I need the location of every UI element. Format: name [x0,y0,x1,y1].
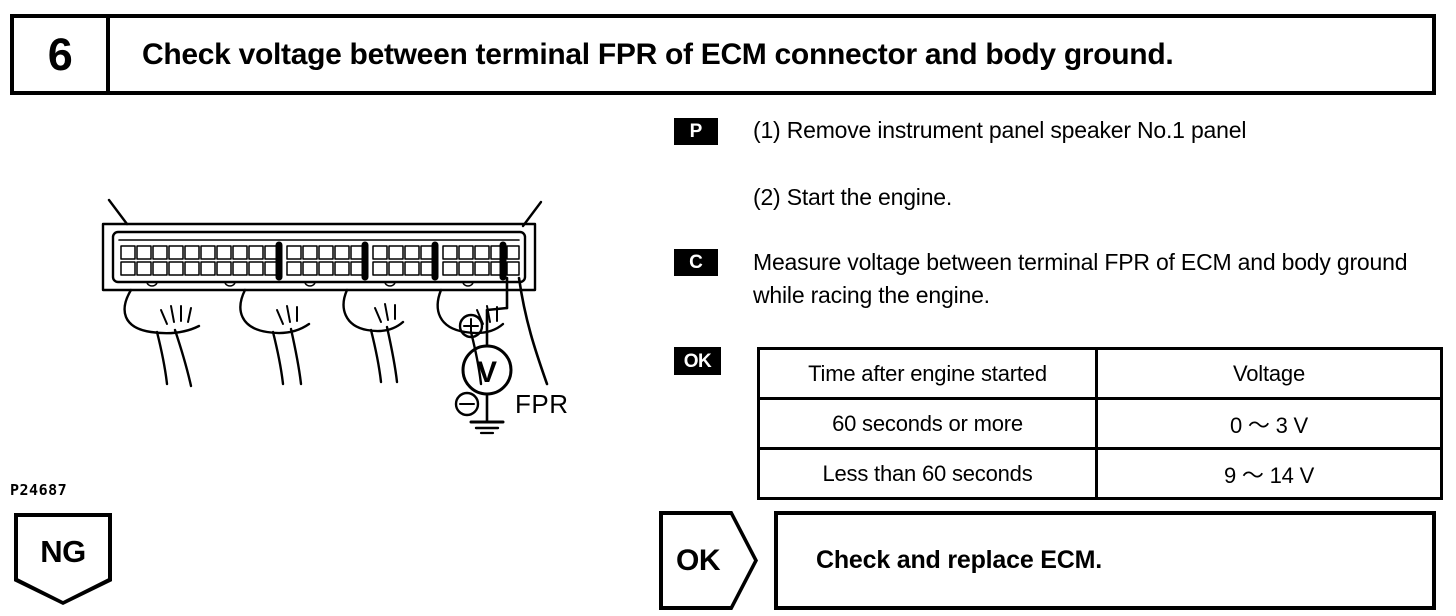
table-header-row: Time after engine started Voltage [757,347,1443,400]
voltmeter-symbol: V [477,356,497,389]
ng-outcome-shield: NG [14,513,112,605]
cell-time-2: Less than 60 seconds [757,447,1098,500]
figure-id: P24687 [10,481,68,499]
ok-result-text: Check and replace ECM. [816,546,1102,574]
table-row: Less than 60 seconds 9 ～ 14 V [757,447,1443,500]
instruction-measure: Measure voltage between terminal FPR of … [753,249,1408,308]
badge-prepare: P [674,118,718,145]
cell-time-1: 60 seconds or more [757,397,1098,450]
ok-result-box: Check and replace ECM. [774,511,1436,610]
page-title: Check voltage between terminal FPR of EC… [142,37,1174,71]
cell-voltage-2: 9 ～ 14 V [1095,447,1443,500]
ecm-connector-illustration: V FPR [95,190,575,440]
table-row: 60 seconds or more 0 ～ 3 V [757,397,1443,450]
instruction-step-2: (2) Start the engine. [753,184,953,210]
instruction-step-1: (1) Remove instrument panel speaker No.1… [753,117,1247,143]
terminal-label-fpr: FPR [515,389,569,419]
column-header-time: Time after engine started [757,347,1098,400]
badge-ok-spec: OK [674,347,721,375]
step-header: 6 Check voltage between terminal FPR of … [10,14,1436,95]
badge-check: C [674,249,718,276]
step-number: 6 [47,29,73,80]
ok-label: OK [676,543,721,577]
ok-outcome-arrow: OK [659,511,758,610]
ng-label: NG [40,534,86,569]
column-header-voltage: Voltage [1095,347,1443,400]
cell-voltage-1: 0 ～ 3 V [1095,397,1443,450]
step-number-cell: 6 [14,18,110,91]
specification-table: Time after engine started Voltage 60 sec… [757,347,1443,500]
step-title-cell: Check voltage between terminal FPR of EC… [110,18,1432,91]
